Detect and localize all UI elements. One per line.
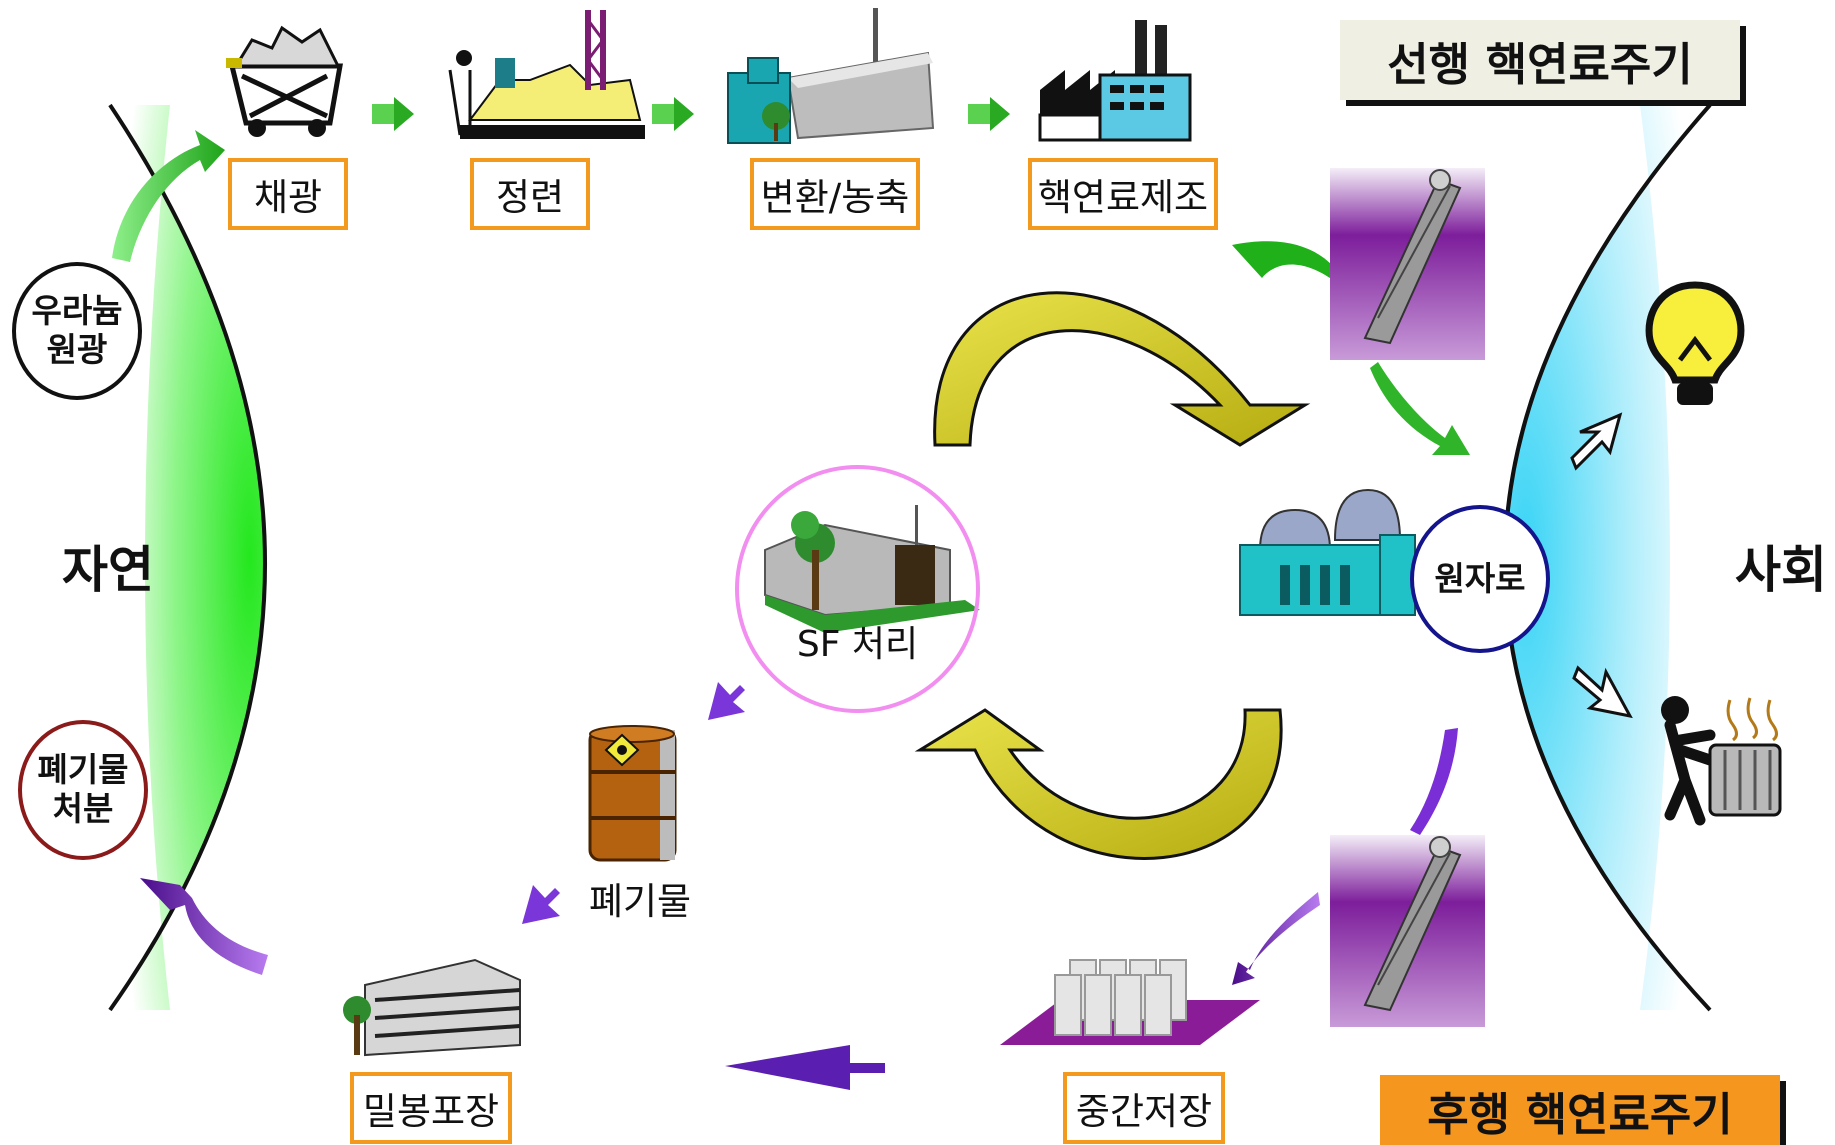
sf-processing-node: SF 처리 bbox=[735, 465, 980, 713]
reactor-plant-icon bbox=[1239, 488, 1416, 616]
arrow-waste-to-packaging bbox=[522, 885, 560, 924]
front-end-cycle-banner: 선행 핵연료주기 bbox=[1340, 20, 1740, 100]
arrow-fabrication-to-fuel bbox=[1232, 241, 1340, 278]
arrow-packaging-to-disposal bbox=[140, 878, 268, 975]
uranium-ore-line2: 원광 bbox=[46, 330, 108, 369]
conversion-plant-icon bbox=[727, 8, 935, 144]
fuel-assembly-doc-bottom bbox=[1330, 835, 1485, 1027]
waste-label: 폐기물 bbox=[588, 879, 692, 923]
step-conversion: 변환/농축 bbox=[750, 158, 920, 230]
arrow-to-heat bbox=[1572, 665, 1633, 719]
arrow-fuel-to-reactor bbox=[1370, 362, 1470, 455]
waste-disposal-line2: 처분 bbox=[52, 789, 114, 828]
heater-person-icon bbox=[1661, 696, 1782, 826]
reactor-label: 원자로 bbox=[1434, 558, 1526, 598]
fabrication-factory-icon bbox=[1038, 20, 1192, 142]
step-interim-storage: 중간저장 bbox=[1063, 1072, 1225, 1144]
cycle-arrow-bottom bbox=[914, 708, 1283, 860]
arrow-to-light bbox=[1570, 412, 1623, 471]
step-sealed-packaging: 밀봉포장 bbox=[350, 1072, 512, 1144]
uranium-ore-line1: 우라늄 bbox=[31, 291, 123, 331]
step-milling: 정련 bbox=[470, 158, 590, 230]
arrow-conversion-to-fabrication bbox=[968, 97, 1010, 131]
front-flow-arrows bbox=[112, 97, 1470, 455]
nature-boundary bbox=[108, 103, 267, 1012]
light-bulb-icon bbox=[1645, 281, 1745, 405]
arrow-storage-to-packaging bbox=[725, 1045, 885, 1090]
milling-icon bbox=[448, 10, 645, 139]
fuel-assembly-doc-top bbox=[1330, 168, 1485, 360]
arrow-reactor-to-spent bbox=[1410, 728, 1458, 835]
waste-disposal-line1: 폐기물 bbox=[37, 750, 129, 790]
arrow-mining-to-milling bbox=[372, 97, 414, 131]
arrow-spent-to-storage bbox=[1232, 892, 1320, 985]
back-end-cycle-banner: 후행 핵연료주기 bbox=[1380, 1075, 1780, 1145]
interim-storage-icon bbox=[1000, 959, 1260, 1045]
arrow-sf-to-waste bbox=[708, 682, 745, 720]
back-flow-arrows bbox=[140, 682, 1458, 1090]
packaging-facility-icon bbox=[343, 958, 521, 1057]
waste-barrel-icon bbox=[588, 725, 677, 862]
reactor-node: 원자로 bbox=[1410, 505, 1550, 653]
cycle-arrow-top bbox=[933, 291, 1311, 447]
sf-processing-label: SF 처리 bbox=[796, 624, 919, 665]
society-label: 사회 bbox=[1735, 540, 1827, 599]
arrow-ore-to-mining bbox=[112, 130, 225, 262]
arrow-milling-to-conversion bbox=[652, 97, 694, 131]
nature-label: 자연 bbox=[62, 540, 154, 599]
uranium-ore-node: 우라늄 원광 bbox=[12, 262, 142, 400]
step-mining: 채광 bbox=[228, 158, 348, 230]
mining-cart-icon bbox=[226, 25, 343, 137]
waste-disposal-node: 폐기물 처분 bbox=[18, 720, 148, 860]
step-fabrication: 핵연료제조 bbox=[1028, 158, 1218, 230]
